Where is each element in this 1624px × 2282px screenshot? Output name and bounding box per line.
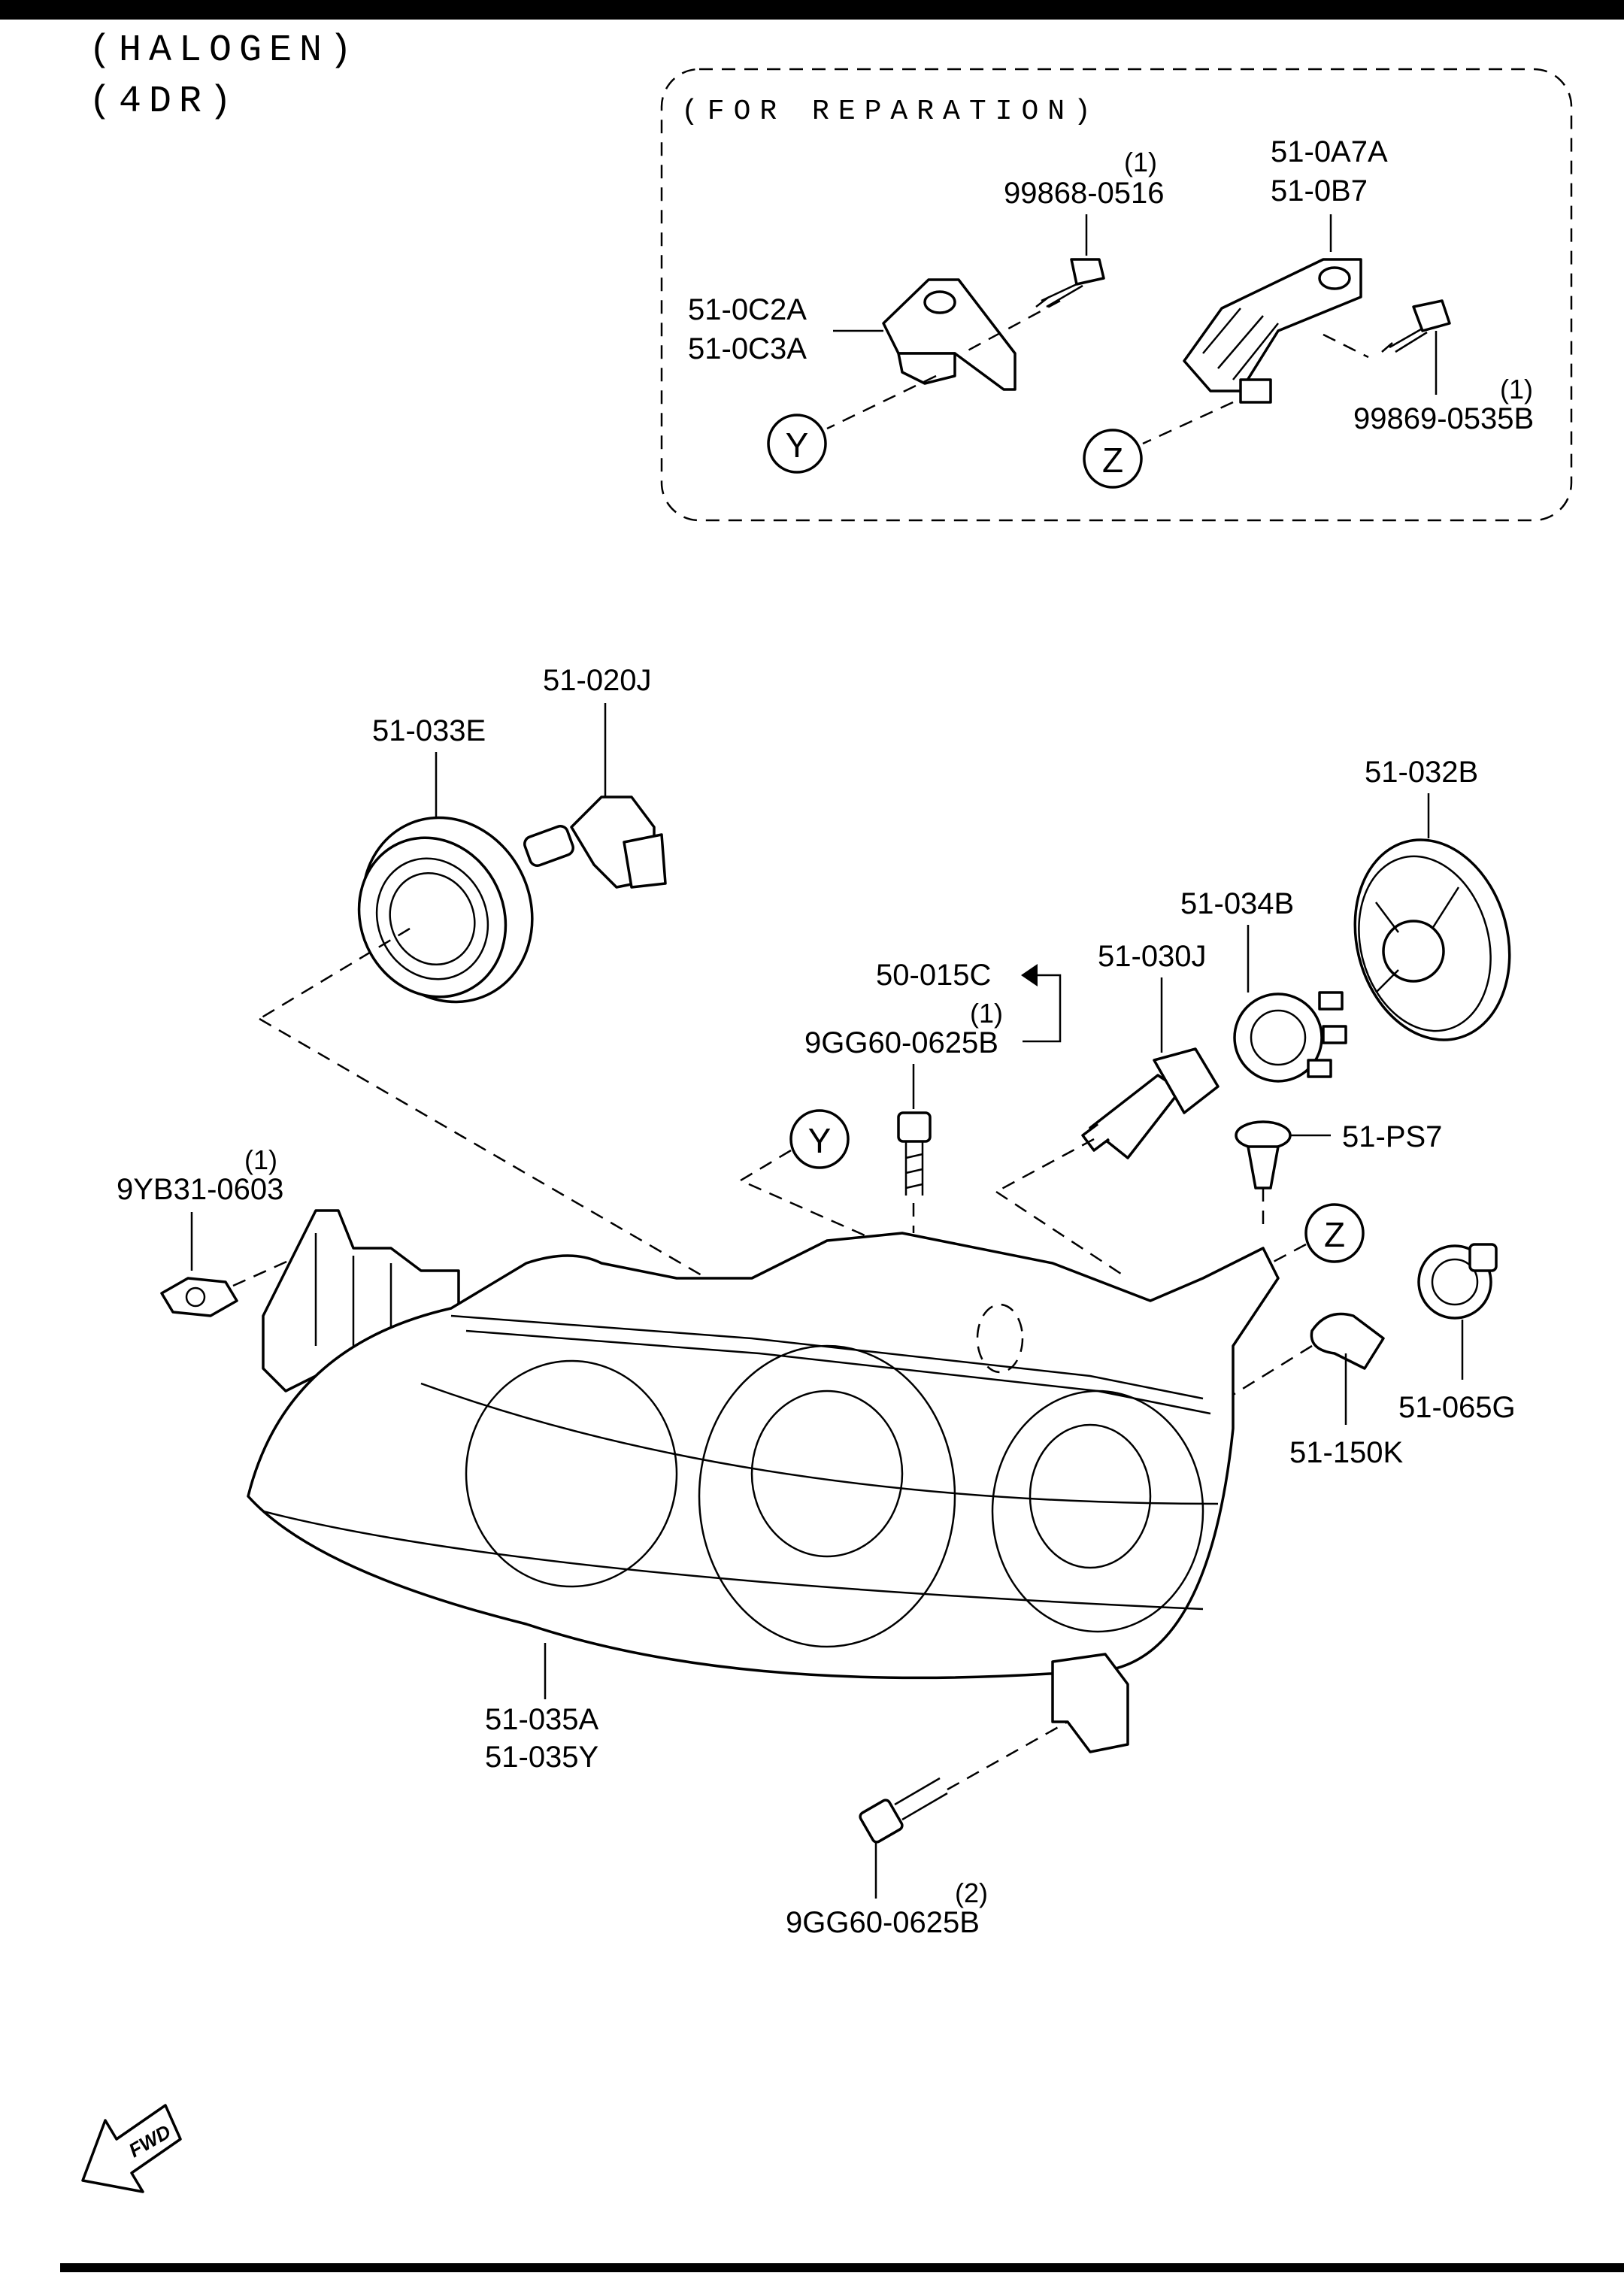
label-cover-low: 51-033E <box>372 714 486 747</box>
socket-icon <box>1233 991 1347 1083</box>
label-bracket-z-b: 51-0B7 <box>1271 174 1368 208</box>
label-screw-top: 99868-0516 <box>1004 177 1165 210</box>
screw-right-icon <box>1381 299 1451 353</box>
bulb-low-icon <box>523 796 667 889</box>
bracket-z-icon <box>1183 258 1362 404</box>
bolt-bottom-icon <box>859 1777 948 1844</box>
label-clip-left: 9YB31-0603 <box>117 1173 283 1206</box>
bracket-y-icon <box>882 278 1017 391</box>
header-4dr: (4DR) <box>89 80 239 123</box>
pushpin-icon <box>1235 1120 1292 1189</box>
clip-left-icon <box>160 1277 238 1317</box>
svg-text:Z: Z <box>1324 1215 1345 1254</box>
label-side-socket: 51-065G <box>1398 1391 1516 1424</box>
marker-z-main <box>1304 1203 1365 1263</box>
top-rule <box>0 0 1624 20</box>
label-bolt-bottom: 9GG60-0625B <box>786 1906 980 1939</box>
label-headlamp-b: 51-035Y <box>485 1741 598 1774</box>
arrow-bolt-group <box>1021 964 1038 986</box>
label-bracket-y-b: 51-0C3A <box>688 332 807 365</box>
bottom-rule <box>60 2263 1624 2272</box>
side-bulb-icon <box>1310 1312 1385 1370</box>
cover-low-icon <box>357 816 534 1004</box>
label-socket: 51-034B <box>1180 887 1294 920</box>
header-halogen: (HALOGEN) <box>89 29 359 72</box>
label-bolt-mid: 9GG60-0625B <box>804 1026 998 1059</box>
label-bolt-mid-qty: (1) <box>970 998 1003 1029</box>
label-bolt-group: 50-015C <box>876 959 991 992</box>
label-bracket-z-a: 51-0A7A <box>1271 135 1388 168</box>
svg-text:Y: Y <box>808 1121 832 1160</box>
bulb-high-icon <box>1081 1047 1220 1159</box>
bolt-mid-icon <box>897 1111 932 1196</box>
inset-note: (FOR REPARATION) <box>681 95 1100 128</box>
svg-text:Y: Y <box>786 426 809 465</box>
marker-z-inset <box>1083 429 1143 489</box>
label-bulb-low: 51-020J <box>543 664 652 697</box>
label-screw-right-qty: (1) <box>1500 374 1533 405</box>
cover-high-icon <box>1353 838 1511 1041</box>
marker-y-inset <box>767 414 827 474</box>
label-side-bulb: 51-150K <box>1289 1436 1404 1469</box>
label-headlamp-a: 51-035A <box>485 1703 599 1736</box>
label-pushpin: 51-PS7 <box>1342 1120 1442 1153</box>
label-bracket-y-a: 51-0C2A <box>688 293 807 326</box>
label-bulb-high: 51-030J <box>1098 940 1207 973</box>
label-clip-left-qty: (1) <box>244 1144 277 1175</box>
label-bolt-bottom-qty: (2) <box>955 1877 988 1908</box>
svg-text:Z: Z <box>1102 441 1123 480</box>
label-screw-top-qty: (1) <box>1124 147 1157 177</box>
screw-top-icon <box>1035 258 1105 308</box>
label-cover-high: 51-032B <box>1365 756 1478 789</box>
reparation-inset: (FOR REPARATION) (1) 99868-0516 51-0C2A … <box>660 68 1573 522</box>
label-screw-right: 99869-0535B <box>1353 402 1534 435</box>
headlamp-assembly-icon <box>247 1209 1280 1753</box>
marker-y-main <box>789 1109 850 1169</box>
side-socket-icon <box>1417 1243 1498 1320</box>
fwd-arrow-icon: FWD <box>81 2104 182 2193</box>
